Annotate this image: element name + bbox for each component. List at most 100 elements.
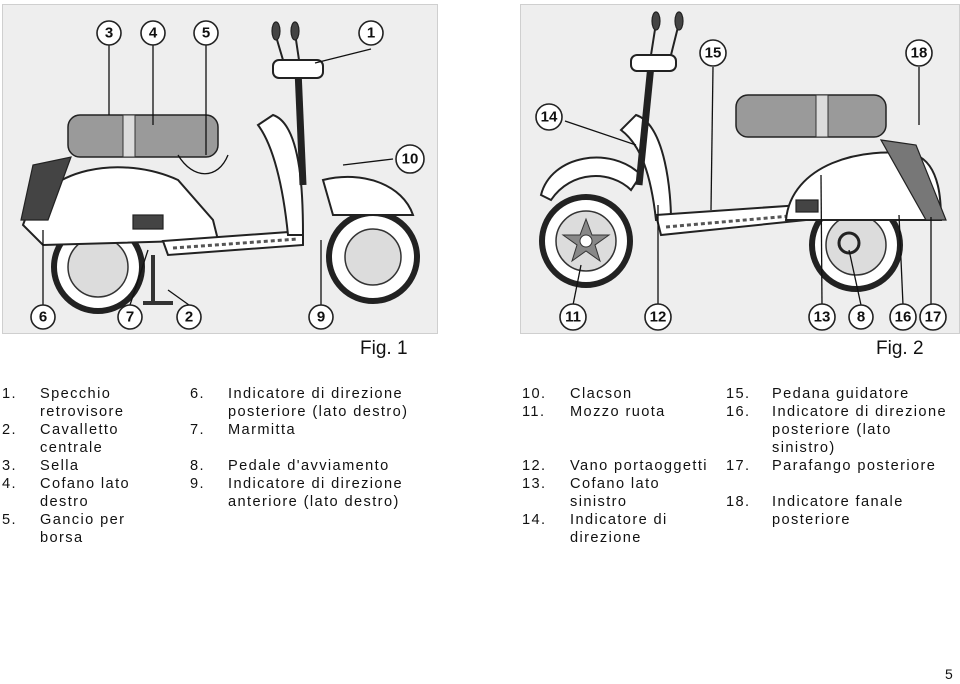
legend-number: 4. — [2, 476, 17, 492]
legend-item-18: 18. Indicatore fanale posteriore — [726, 493, 956, 529]
legend-number: 6. — [190, 386, 205, 402]
svg-text:4: 4 — [149, 25, 158, 42]
svg-text:12: 12 — [650, 309, 667, 326]
legend-text: Specchio retrovisore — [40, 386, 125, 420]
legend-item-14: 14. Indicatore di direzione — [522, 511, 712, 547]
figure-2-caption: Fig. 2 — [876, 338, 924, 359]
legend-item-15: 15. Pedana guidatore — [726, 385, 956, 403]
callout-18: 18 — [905, 39, 933, 67]
legend-text: Sella — [40, 458, 80, 474]
legend-text: Indicatore di direzione posteriore (lato… — [772, 404, 947, 456]
page-number: 5 — [945, 666, 953, 682]
legend-item-12: 12.Vano portaoggetti — [522, 457, 712, 475]
legend-number: 8. — [190, 458, 205, 474]
legend-text: Cofano lato destro — [40, 476, 131, 510]
svg-text:11: 11 — [565, 309, 581, 326]
svg-text:1: 1 — [367, 25, 375, 42]
legend-column-3: 10. Clacson 11. Mozzo ruota 12.Vano portao… — [522, 385, 712, 547]
svg-text:17: 17 — [925, 309, 942, 326]
svg-text:6: 6 — [39, 309, 47, 326]
svg-text:9: 9 — [317, 309, 325, 326]
legend-text: Pedale d'avviamento — [228, 458, 390, 474]
callout-16: 16 — [889, 303, 917, 331]
legend-number: 9. — [190, 476, 205, 492]
legend-item-5: 5. Gancio per borsa — [2, 511, 172, 547]
legend-item-13: 13. Cofano lato sinistro — [522, 475, 712, 511]
legend-item-7: 7. Marmitta — [190, 421, 440, 439]
callout-4: 4 — [140, 20, 166, 46]
legend-number: 13. — [522, 476, 547, 492]
callout-2: 2 — [176, 304, 202, 330]
legend-text: Cavalletto centrale — [40, 422, 119, 456]
callout-13: 13 — [808, 303, 836, 331]
svg-text:2: 2 — [185, 309, 193, 326]
callout-7: 7 — [117, 304, 143, 330]
legend-text: Clacson — [570, 386, 633, 402]
legend-number: 7. — [190, 422, 205, 438]
svg-text:13: 13 — [814, 309, 831, 326]
legend-item-17: 17. Parafango posteriore — [726, 457, 956, 475]
legend-item-9: 9. Indicatore di direzione anteriore (lat… — [190, 475, 440, 511]
callout-10: 10 — [395, 144, 425, 174]
callout-9: 9 — [308, 304, 334, 330]
legend-number: 16. — [726, 404, 751, 420]
legend-number: 5. — [2, 512, 17, 528]
legend-text: Indicatore di direzione posteriore (lato… — [228, 386, 409, 420]
legend-number: 11. — [522, 404, 546, 420]
legend-number: 18. — [726, 494, 751, 510]
svg-text:15: 15 — [705, 45, 722, 62]
callout-1: 1 — [358, 20, 384, 46]
legend-column-2: 6. Indicatore di direzione posteriore (la… — [190, 385, 440, 511]
svg-text:3: 3 — [105, 25, 113, 42]
legend-text: Indicatore di direzione — [570, 512, 668, 546]
legend-item-6: 6. Indicatore di direzione posteriore (la… — [190, 385, 440, 421]
legend-number: 17. — [726, 458, 751, 474]
callout-3: 3 — [96, 20, 122, 46]
legend-text: Marmitta — [228, 422, 296, 438]
legend-text: Indicatore di direzione anteriore (lato … — [228, 476, 403, 510]
svg-text:14: 14 — [541, 109, 558, 126]
legend-number: 3. — [2, 458, 17, 474]
callout-8: 8 — [848, 304, 874, 330]
legend-number: 14. — [522, 512, 547, 528]
callout-6: 6 — [30, 304, 56, 330]
legend-text: Indicatore fanale posteriore — [772, 494, 904, 528]
legend-text: Mozzo ruota — [570, 404, 666, 420]
figure-2-scooter-left-side: 15 18 14 11 12 13 8 16 17 — [520, 4, 960, 334]
legend-column-4: 15. Pedana guidatore 16. Indicatore di dir… — [726, 385, 956, 529]
legend-item-4: 4. Cofano lato destro — [2, 475, 172, 511]
callout-5: 5 — [193, 20, 219, 46]
legend-item-16: 16. Indicatore di direzione posteriore (l… — [726, 403, 956, 457]
legend-number: 10. — [522, 386, 547, 402]
legend-number: 1. — [2, 386, 17, 402]
callout-12: 12 — [644, 303, 672, 331]
legend-item-11: 11. Mozzo ruota — [522, 403, 712, 421]
legend-item-10: 10. Clacson — [522, 385, 712, 403]
legend-text: Pedana guidatore — [772, 386, 910, 402]
legend-item-1: 1. Specchio retrovisore — [2, 385, 172, 421]
svg-text:18: 18 — [911, 45, 928, 62]
legend-item-3: 3. Sella — [2, 457, 172, 475]
figure-1-caption: Fig. 1 — [360, 338, 408, 359]
callout-14: 14 — [535, 103, 563, 131]
legend-text: Cofano lato sinistro — [570, 476, 661, 510]
svg-text:7: 7 — [126, 309, 134, 326]
legend-text: Gancio per borsa — [40, 512, 126, 546]
figure-1-scooter-right-side: 3 4 5 1 10 6 7 2 9 — [2, 4, 438, 334]
callout-15: 15 — [699, 39, 727, 67]
svg-text:5: 5 — [202, 25, 210, 42]
scooter-right-illustration: 3 4 5 1 10 6 7 2 9 — [20, 20, 425, 330]
callout-11: 11 — [559, 303, 587, 331]
legend-number: 2. — [2, 422, 17, 438]
svg-text:16: 16 — [895, 309, 912, 326]
legend-text: Parafango posteriore — [772, 458, 937, 474]
legend-item-2: 2. Cavalletto centrale — [2, 421, 172, 457]
legend-number: 15. — [726, 386, 751, 402]
scooter-left-illustration: 15 18 14 11 12 13 8 16 17 — [535, 11, 947, 331]
callout-17: 17 — [919, 303, 947, 331]
svg-text:10: 10 — [402, 151, 419, 168]
svg-text:8: 8 — [857, 309, 865, 326]
legend-column-1: 1. Specchio retrovisore 2. Cavalletto cent… — [2, 385, 172, 547]
legend-item-8: 8. Pedale d'avviamento — [190, 457, 440, 475]
legend-number: 12. — [522, 458, 547, 474]
